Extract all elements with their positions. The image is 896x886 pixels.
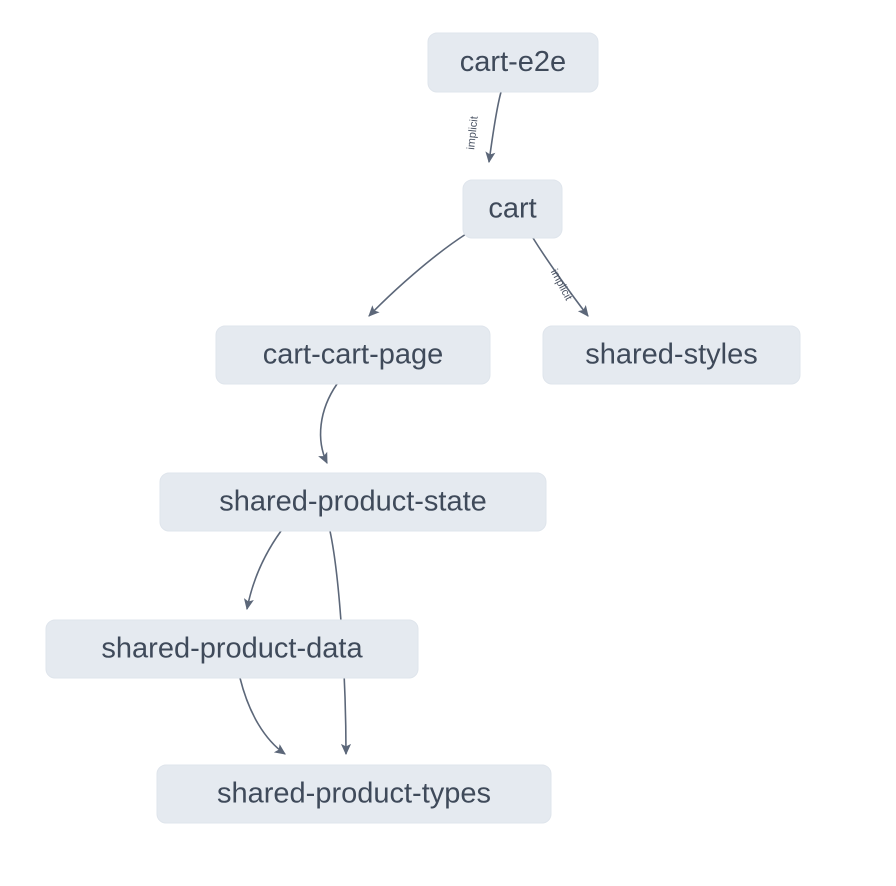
node-label-cart: cart [488, 193, 536, 225]
edge-shared-product-state-to-shared-product-data[interactable] [243, 530, 282, 611]
node-box-shared-product-data[interactable] [45, 619, 419, 679]
graph-node-shared-product-data[interactable]: shared-product-data [45, 619, 419, 679]
graph-node-cart-cart-page[interactable]: cart-cart-page [215, 325, 491, 385]
edge-cart-cart-page-to-shared-product-state[interactable] [318, 383, 338, 465]
node-label-shared-product-state: shared-product-state [219, 486, 487, 518]
edge-label-cart-to-shared-styles: implicit [548, 267, 574, 302]
node-box-cart-e2e[interactable] [427, 32, 599, 93]
node-box-shared-styles[interactable] [542, 325, 801, 385]
node-label-cart-cart-page: cart-cart-page [263, 339, 444, 371]
node-box-cart[interactable] [462, 179, 563, 239]
edge-cart-e2e-to-cart[interactable] [485, 91, 502, 164]
graph-node-shared-product-types[interactable]: shared-product-types [156, 764, 552, 824]
edge-cart-to-cart-cart-page[interactable] [368, 233, 467, 317]
node-label-cart-e2e: cart-e2e [460, 46, 566, 78]
node-label-shared-styles: shared-styles [585, 339, 757, 371]
graph-node-cart[interactable]: cart [462, 179, 563, 239]
graph-node-shared-product-state[interactable]: shared-product-state [159, 472, 547, 532]
node-box-cart-cart-page[interactable] [215, 325, 491, 385]
edge-label-cart-e2e-to-cart: implicit [465, 116, 480, 151]
node-box-shared-product-types[interactable] [156, 764, 552, 824]
edge-shared-product-data-to-shared-product-types[interactable] [239, 677, 286, 755]
nodes-layer: cart-e2e cart cart-cart-page shared-styles s… [45, 32, 801, 824]
node-label-shared-product-types: shared-product-types [217, 778, 491, 810]
node-label-shared-product-data: shared-product-data [101, 633, 363, 665]
edge-cart-to-shared-styles[interactable] [532, 237, 589, 317]
graph-node-shared-styles[interactable]: shared-styles [542, 325, 801, 385]
node-box-shared-product-state[interactable] [159, 472, 547, 532]
graph-node-cart-e2e[interactable]: cart-e2e [427, 32, 599, 93]
